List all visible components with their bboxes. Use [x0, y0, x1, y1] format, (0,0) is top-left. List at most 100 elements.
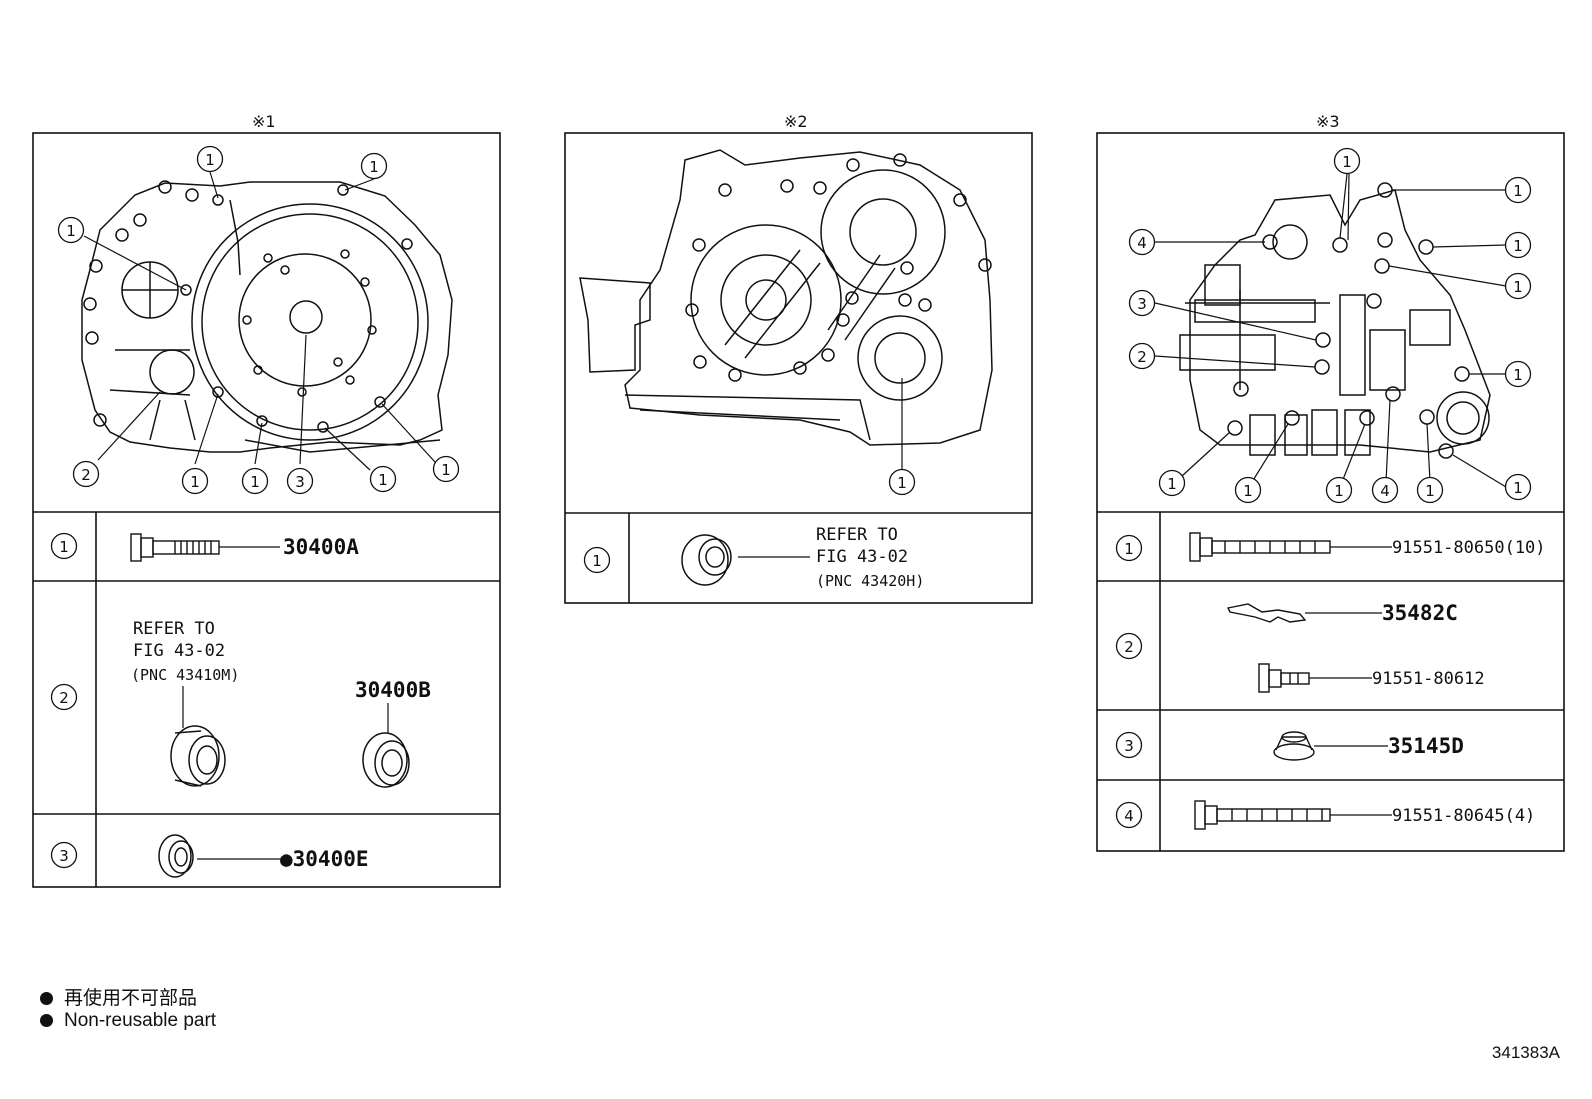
legend-english: Non-reusable part — [40, 1010, 216, 1032]
svg-text:4: 4 — [1380, 482, 1390, 500]
svg-text:1: 1 — [1513, 182, 1523, 200]
svg-text:REFER TO: REFER TO — [816, 525, 898, 545]
svg-text:2: 2 — [1137, 348, 1147, 366]
parts-table-2: 1 REFER TO FIG 43-02 (PNC 43420H) — [583, 525, 924, 590]
legend-english-text: Non-reusable part — [64, 1010, 217, 1031]
non-reusable-dot-icon — [40, 1014, 53, 1027]
svg-text:FIG 43-02: FIG 43-02 — [816, 547, 908, 567]
long-bolt-icon — [1194, 800, 1392, 830]
non-reusable-dot-icon — [40, 992, 53, 1005]
callout-3-e: 1 — [1504, 360, 1532, 388]
svg-text:1: 1 — [66, 222, 76, 240]
svg-text:30400B: 30400B — [355, 678, 431, 702]
housing-illustration-2 — [579, 149, 993, 446]
svg-text:2: 2 — [81, 466, 91, 484]
svg-text:91551-80650(10): 91551-80650(10) — [1392, 538, 1546, 558]
svg-text:1: 1 — [1513, 479, 1523, 497]
row-1-2: 2 REFER TO FIG 43-02 (PNC 43410M) 30400B — [50, 619, 431, 788]
legend-japanese-text: 再使用不可部品 — [64, 988, 198, 1009]
svg-text:1: 1 — [1513, 237, 1523, 255]
svg-text:1: 1 — [59, 538, 69, 556]
callout-3-h: 3 — [1128, 289, 1156, 317]
svg-text:1: 1 — [1342, 153, 1352, 171]
flange-bolt-icon — [130, 533, 280, 562]
svg-text:1: 1 — [1167, 475, 1177, 493]
svg-text:4: 4 — [1137, 234, 1147, 252]
callout-1-h: 1 — [369, 465, 397, 493]
callouts-1: 1 1 1 2 1 1 3 1 1 — [57, 145, 460, 495]
long-bolt-icon — [1189, 532, 1392, 562]
svg-text:1: 1 — [1425, 482, 1435, 500]
svg-text:91551-80645(4): 91551-80645(4) — [1392, 806, 1535, 826]
svg-text:4: 4 — [1124, 807, 1134, 825]
short-bolt-icon — [1258, 663, 1372, 693]
svg-text:1: 1 — [250, 473, 260, 491]
callout-3-m: 4 — [1371, 476, 1399, 504]
panel-3-title: ※3 — [1316, 112, 1340, 131]
panel-2 — [564, 132, 1033, 604]
row-1-1: 1 30400A — [50, 532, 359, 562]
svg-text:(PNC 43420H): (PNC 43420H) — [816, 572, 924, 590]
callouts-3: 1 1 1 1 1 1 4 3 2 1 1 1 4 1 — [1128, 147, 1532, 504]
oil-seal-icon — [170, 725, 226, 787]
svg-text:91551-80612: 91551-80612 — [1372, 669, 1485, 689]
svg-text:FIG 43-02: FIG 43-02 — [133, 641, 225, 661]
svg-text:1: 1 — [441, 461, 451, 479]
row-3-2: 2 35482C 91551-80612 — [1115, 601, 1485, 693]
svg-text:2: 2 — [59, 689, 69, 707]
callout-1-c: 1 — [57, 216, 85, 244]
row-3-1: 1 91551-80650(10) — [1115, 532, 1546, 562]
callout-3-j: 1 — [1158, 469, 1186, 497]
callout-1-b: 1 — [360, 152, 388, 180]
valve-body-illustration — [1179, 182, 1491, 459]
callout-1-g: 3 — [286, 467, 314, 495]
svg-text:3: 3 — [1137, 295, 1147, 313]
figure-number: 341383A — [1491, 1043, 1560, 1062]
svg-text:1: 1 — [369, 158, 379, 176]
panel-3 — [1096, 132, 1565, 852]
panel-1-title: ※1 — [252, 112, 276, 131]
callout-2-a: 1 — [888, 468, 916, 496]
callout-1-f: 1 — [241, 467, 269, 495]
leader-lines-1 — [83, 171, 436, 471]
svg-text:1: 1 — [378, 471, 388, 489]
callout-3-n: 1 — [1416, 476, 1444, 504]
row-3-4: 4 91551-80645(4) — [1115, 800, 1535, 830]
row-1-3: 3 ●30400E — [50, 834, 369, 878]
svg-text:2: 2 — [1124, 638, 1134, 656]
bracket-icon — [1226, 603, 1382, 623]
oil-seal-icon — [362, 732, 410, 788]
leader-lines-2 — [738, 378, 903, 558]
callouts-2: 1 — [888, 468, 916, 496]
oil-seal-icon — [158, 834, 282, 878]
parts-table-1: 1 30400A 2 REFER TO FIG 43-02 (PNC 43410… — [50, 532, 431, 878]
callout-3-i: 2 — [1128, 342, 1156, 370]
callout-3-k: 1 — [1234, 476, 1262, 504]
svg-text:1: 1 — [190, 473, 200, 491]
callout-1-a: 1 — [196, 145, 224, 173]
svg-text:30400A: 30400A — [283, 535, 359, 559]
callout-3-c: 1 — [1504, 231, 1532, 259]
callout-1-e: 1 — [181, 467, 209, 495]
callout-1-i: 1 — [432, 455, 460, 483]
oil-seal-icon — [681, 534, 732, 586]
callout-3-b: 1 — [1504, 176, 1532, 204]
callout-1-d: 2 — [72, 460, 100, 488]
legend-japanese: 再使用不可部品 — [40, 983, 197, 1010]
svg-text:REFER TO: REFER TO — [133, 619, 215, 639]
svg-text:3: 3 — [1124, 737, 1134, 755]
row-3-3: 3 35145D — [1115, 731, 1464, 761]
callout-3-f: 1 — [1504, 473, 1532, 501]
row-2-1: 1 REFER TO FIG 43-02 (PNC 43420H) — [583, 525, 924, 590]
svg-text:1: 1 — [1513, 366, 1523, 384]
callout-3-a: 1 — [1333, 147, 1361, 175]
callout-3-d: 1 — [1504, 272, 1532, 300]
svg-text:35145D: 35145D — [1388, 734, 1464, 758]
svg-text:1: 1 — [592, 552, 602, 570]
svg-text:1: 1 — [1334, 482, 1344, 500]
housing-illustration-1 — [81, 180, 453, 453]
svg-text:(PNC 43410M): (PNC 43410M) — [131, 666, 239, 684]
svg-text:●30400E: ●30400E — [280, 847, 369, 871]
panel-2-title: ※2 — [784, 112, 808, 131]
